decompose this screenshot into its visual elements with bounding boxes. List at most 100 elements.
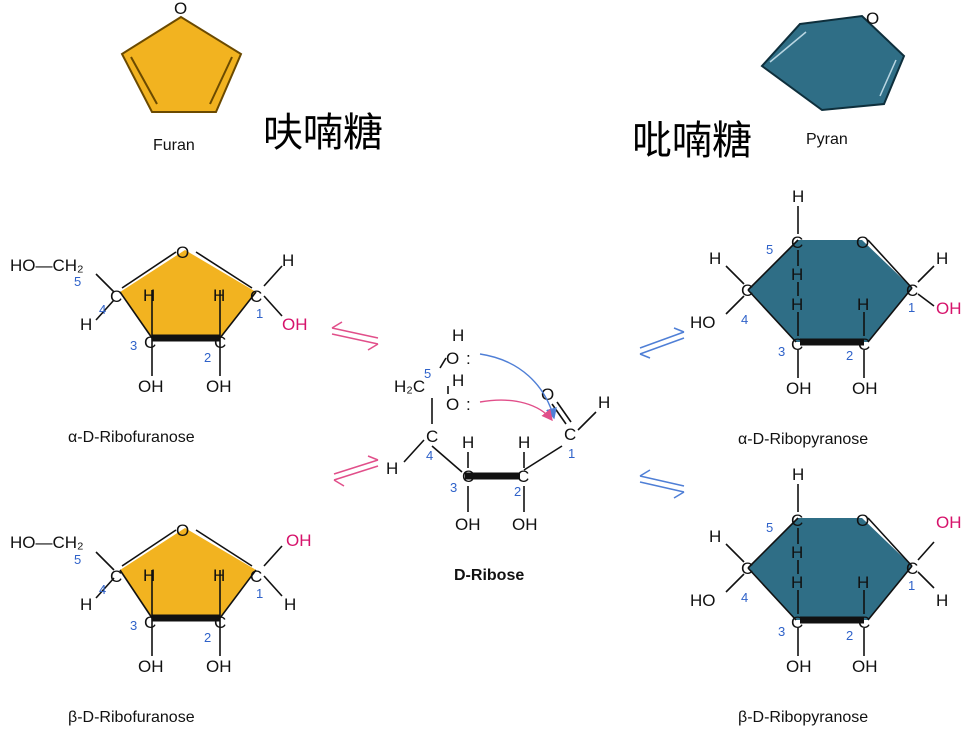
ribose-c1-oxygen: O (541, 385, 554, 404)
furan-label: Furan (153, 137, 195, 154)
o5-attack-arrow (479, 353, 557, 420)
beta-ribofuranose-caption: β-D-Ribofuranose (68, 709, 195, 726)
ribose-o4-h: H (452, 371, 464, 390)
furanose-chinese-label: 呋喃糖 (263, 110, 383, 156)
beta-furanose-c4-h: H (80, 595, 92, 614)
beta-ribofuranose: HO—CH₂ 5 O C 4 H H H C 1 OH H C 3 C 2 OH… (10, 521, 312, 726)
alpha-furanose-ring-oxygen: O (176, 243, 189, 262)
beta-furanose-c1: C (250, 567, 262, 586)
ribose-o5: O (446, 349, 459, 368)
beta-pyranose-c4-oh: HO (690, 591, 716, 610)
beta-pyranose-ring-oxygen: O (856, 511, 869, 530)
beta-pyranose-num-4: 4 (741, 590, 748, 605)
ribose-o5-lone-pair: : (466, 349, 471, 368)
ribose-c3-h: H (462, 433, 474, 452)
beta-furanose-ring-oxygen: O (176, 521, 189, 540)
alpha-furanose-ring (120, 250, 256, 338)
furan-structure: O Furan 呋喃糖 (120, 0, 383, 156)
alpha-pyranose-c3-oh: OH (786, 379, 812, 398)
pyranose-chinese-label: 吡喃糖 (632, 118, 752, 164)
beta-furanose-c2-h: H (213, 566, 225, 585)
furan-ring (120, 15, 243, 113)
ribose-c2: C (517, 467, 529, 486)
ribose-c4-h: H (386, 459, 398, 478)
beta-pyranose-c4-h: H (709, 527, 721, 546)
beta-pyranose-c2: C (858, 613, 870, 632)
alpha-ribofuranose: HO—CH₂ 5 O C 4 H H H C 1 H OH C 3 C 2 OH… (10, 243, 308, 446)
alpha-furanose-num-3: 3 (130, 338, 137, 353)
beta-furanose-c3-h: H (143, 566, 155, 585)
ribose-c5: H₂C (394, 377, 425, 396)
beta-furanose-c2-oh: OH (206, 657, 232, 676)
ribose-num-4: 4 (426, 448, 433, 463)
beta-furanose-num-2: 2 (204, 630, 211, 645)
beta-ribopyranose: H C 5 O H H C 4 HO H H C 1 OH H C 3 C 2 … (690, 465, 962, 726)
alpha-pyranose-num-4: 4 (741, 312, 748, 327)
alpha-furanose-c4-h: H (80, 315, 92, 334)
equilibrium-arrow-beta-furanose (333, 455, 379, 487)
ribose-c2-oh: OH (512, 515, 538, 534)
alpha-pyranose-num-3: 3 (778, 344, 785, 359)
alpha-pyranose-ring-oxygen: O (856, 233, 869, 252)
ribose-o4: O (446, 395, 459, 414)
ribose-c1: C (564, 425, 576, 444)
alpha-pyranose-c1-oh: OH (936, 299, 962, 318)
alpha-pyranose-ring (748, 240, 912, 342)
beta-pyranose-num-3: 3 (778, 624, 785, 639)
alpha-pyranose-c4: C (741, 281, 753, 300)
equilibrium-arrows (331, 321, 685, 499)
alpha-pyranose-c4-oh: HO (690, 313, 716, 332)
alpha-pyranose-num-5: 5 (766, 242, 773, 257)
alpha-furanose-c3-h: H (143, 286, 155, 305)
beta-pyranose-c5-h: H (791, 543, 803, 562)
beta-furanose-c1-h: H (284, 595, 296, 614)
beta-pyranose-c2-oh: OH (852, 657, 878, 676)
beta-furanose-c3-oh: OH (138, 657, 164, 676)
alpha-pyranose-c5-h: H (791, 265, 803, 284)
ribose-num-1: 1 (568, 446, 575, 461)
alpha-ribopyranose: H C 5 O H H C 4 HO H H C 1 H OH C 3 C 2 … (690, 187, 962, 448)
ribose-o4-lone-pair: : (466, 395, 471, 414)
d-ribose: H O : 5 H₂C H O : O H C 4 H H H C 1 C 3 … (386, 326, 610, 584)
beta-pyranose-c5: C (791, 511, 803, 530)
alpha-furanose-c2-h: H (213, 286, 225, 305)
beta-furanose-ring (120, 528, 256, 618)
beta-furanose-c5-group: HO—CH₂ (10, 533, 84, 552)
alpha-furanose-num-5: 5 (74, 274, 81, 289)
alpha-furanose-c3-oh: OH (138, 377, 164, 396)
beta-pyranose-c2-h: H (857, 573, 869, 592)
ribose-c2-h: H (518, 433, 530, 452)
equilibrium-arrow-alpha-furanose (331, 321, 379, 351)
ribose-num-3: 3 (450, 480, 457, 495)
alpha-pyranose-c1: C (906, 281, 918, 300)
beta-pyranose-c1-oh: OH (936, 513, 962, 532)
alpha-pyranose-c5-h-top: H (792, 187, 804, 206)
alpha-ribofuranose-caption: α-D-Ribofuranose (68, 429, 195, 446)
alpha-furanose-num-1: 1 (256, 306, 263, 321)
beta-pyranose-c5-h-top: H (792, 465, 804, 484)
ribose-caption: D-Ribose (454, 567, 524, 584)
beta-furanose-num-4: 4 (99, 582, 106, 597)
o4-attack-arrow (479, 399, 553, 422)
alpha-furanose-num-2: 2 (204, 350, 211, 365)
alpha-pyranose-c3-h: H (791, 295, 803, 314)
pyran-oxygen-label: O (866, 9, 879, 28)
alpha-pyranose-c1-h: H (936, 249, 948, 268)
alpha-pyranose-num-2: 2 (846, 348, 853, 363)
beta-furanose-num-5: 5 (74, 552, 81, 567)
alpha-furanose-c1: C (250, 287, 262, 306)
alpha-furanose-c2-oh: OH (206, 377, 232, 396)
beta-furanose-c2: C (214, 613, 226, 632)
alpha-pyranose-c2-oh: OH (852, 379, 878, 398)
beta-pyranose-ring (748, 518, 912, 620)
ribose-c3: C (462, 467, 474, 486)
ribose-c3-oh: OH (455, 515, 481, 534)
alpha-ribopyranose-caption: α-D-Ribopyranose (738, 431, 868, 448)
pyran-label: Pyran (806, 131, 848, 148)
furan-oxygen-label: O (174, 0, 187, 18)
alpha-pyranose-c2-h: H (857, 295, 869, 314)
alpha-furanose-num-4: 4 (99, 302, 106, 317)
beta-pyranose-c3-oh: OH (786, 657, 812, 676)
alpha-pyranose-c2: C (858, 335, 870, 354)
